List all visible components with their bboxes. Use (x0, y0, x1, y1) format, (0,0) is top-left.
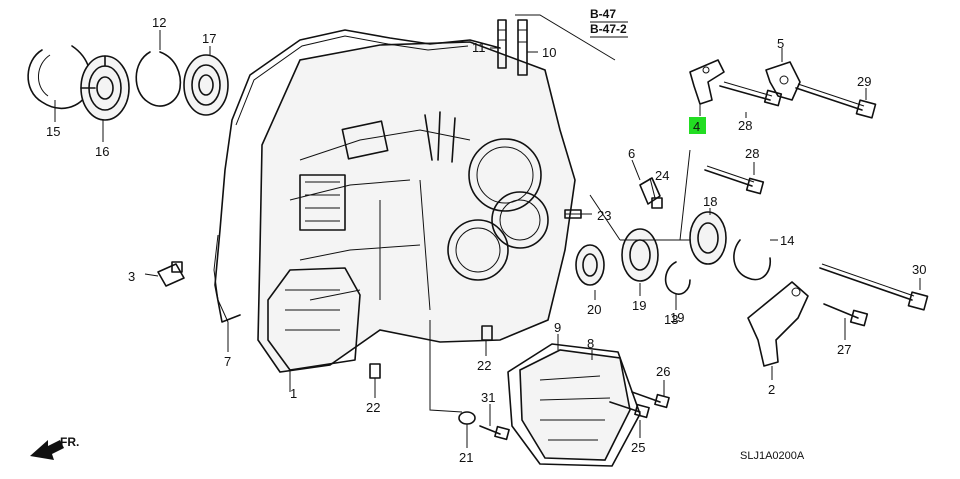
gasket-7[interactable] (213, 234, 229, 323)
reference-labels: B-47 B-47-2 (590, 7, 628, 38)
callout-10: 10 (542, 45, 556, 60)
bearing-19[interactable] (621, 228, 659, 282)
reference-b-47[interactable]: B-47 (590, 7, 616, 21)
end-cover-8[interactable] (519, 349, 631, 461)
callout-12: 12 (152, 15, 166, 30)
snap-ring-12[interactable] (135, 51, 182, 107)
plug-3[interactable] (157, 261, 185, 287)
callout-17: 17 (202, 31, 216, 46)
bearing-17[interactable] (183, 54, 229, 116)
callout-4-highlight (689, 117, 706, 134)
dowel-pin-22-lower[interactable] (369, 363, 381, 379)
front-indicator: FR. (30, 435, 79, 460)
callout-labels: 1 2 3 4 5 6 7 8 9 10 11 12 13 14 15 16 1… (46, 15, 926, 465)
leader-lines (54, 14, 921, 448)
callout-31: 31 (481, 390, 495, 405)
gasket-9[interactable] (507, 343, 641, 467)
callout-15: 15 (46, 124, 60, 139)
front-label: FR. (60, 435, 79, 449)
callout-16: 16 (95, 144, 109, 159)
bolt-27[interactable] (823, 303, 869, 327)
snap-ring-13[interactable] (664, 261, 691, 295)
callout-20: 20 (587, 302, 601, 317)
callout-7: 7 (224, 354, 231, 369)
bracket-5[interactable] (765, 61, 801, 101)
bracket-2[interactable] (747, 281, 809, 367)
bracket-4[interactable] (689, 59, 725, 105)
washer-21[interactable] (458, 411, 476, 425)
stud-bolt-10[interactable] (517, 19, 528, 76)
stud-bolt-11[interactable] (497, 19, 507, 69)
transmission-case[interactable] (214, 29, 576, 373)
callout-22-b: 22 (366, 400, 380, 415)
callout-26: 26 (656, 364, 670, 379)
callout-19-a: 19 (632, 298, 646, 313)
bolt-26[interactable] (631, 391, 670, 409)
callout-9: 9 (554, 320, 561, 335)
callout-13: 13 (664, 312, 678, 327)
callout-30: 30 (912, 262, 926, 277)
bolt-31[interactable] (479, 425, 510, 441)
bearing-18[interactable] (689, 211, 727, 265)
callout-28-a: 28 (738, 118, 752, 133)
drawing-code: SLJ1A0200A (740, 450, 805, 462)
oil-seal-20[interactable] (575, 244, 605, 286)
callout-29: 29 (857, 74, 871, 89)
callout-25: 25 (631, 440, 645, 455)
bolt-30[interactable] (819, 263, 929, 311)
bolt-25[interactable] (609, 401, 650, 419)
front-arrow-icon (30, 440, 64, 460)
callout-24: 24 (655, 168, 669, 183)
callout-3: 3 (128, 269, 135, 284)
callout-6: 6 (628, 146, 635, 161)
bearing-16[interactable] (80, 55, 130, 121)
callout-14: 14 (780, 233, 794, 248)
callout-5: 5 (777, 36, 784, 51)
callout-4: 4 (693, 119, 700, 134)
callout-23: 23 (597, 208, 611, 223)
callout-11: 11 (472, 40, 486, 55)
callout-21: 21 (459, 450, 473, 465)
snap-ring-15[interactable] (27, 45, 92, 110)
callout-19-b: 19 (670, 310, 684, 325)
clip-6[interactable] (639, 177, 661, 205)
bolt-24[interactable] (651, 197, 663, 209)
callout-22-a: 22 (477, 358, 491, 373)
callout-2: 2 (768, 382, 775, 397)
dowel-pin-22-mid[interactable] (481, 325, 493, 341)
bolt-28-top[interactable] (719, 81, 783, 107)
callout-18: 18 (703, 194, 717, 209)
reference-b-47-2[interactable]: B-47-2 (590, 22, 627, 36)
callout-8: 8 (587, 336, 594, 351)
bolt-29[interactable] (795, 83, 877, 119)
callout-27: 27 (837, 342, 851, 357)
bolt-28-mid[interactable] (704, 165, 765, 195)
callout-1: 1 (290, 386, 297, 401)
snap-ring-14[interactable] (733, 239, 772, 281)
callout-28-b: 28 (745, 146, 759, 161)
